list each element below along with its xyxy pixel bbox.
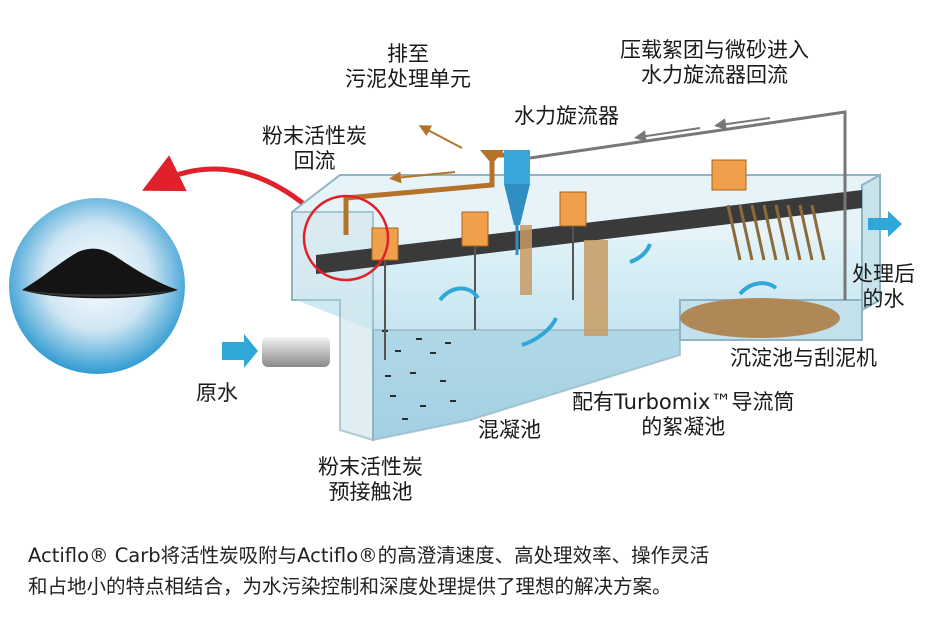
sludge-blanket (680, 298, 840, 338)
activated-carbon-image (9, 198, 185, 374)
overhead-beam (316, 190, 862, 274)
label-sand-return: 压载絮团与微砂进入 水力旋流器回流 (620, 38, 809, 87)
pac-contact-particles (382, 330, 456, 420)
label-coag: 混凝池 (478, 418, 541, 442)
caption-line-1: Actiflo® Carb将活性炭吸附与Actiflo®的高澄清速度、高处理效率… (28, 544, 710, 567)
label-raw-water: 原水 (196, 381, 238, 405)
lamella-plates (726, 204, 826, 261)
mixer-shafts (384, 226, 574, 360)
pac-return-arrow (142, 155, 307, 207)
turbomix-baffle (584, 240, 608, 336)
raw-water-arrow (222, 334, 258, 368)
flow-arrows (438, 243, 778, 347)
tank-side (861, 173, 881, 312)
caption: Actiflo® Carb将活性炭吸附与Actiflo®的高澄清速度、高处理效率… (28, 540, 918, 602)
pac-return-highlight (302, 194, 390, 282)
label-pac-return: 粉末活性炭 回流 (262, 124, 367, 173)
label-hydrocyclone: 水力旋流器 (514, 104, 619, 128)
mixer-motors (371, 159, 747, 261)
inlet-pipe (262, 337, 330, 367)
tank-illustration (9, 110, 902, 442)
label-discharge: 排至 污泥处理单元 (345, 42, 471, 91)
label-turbomix: 配有Turbomix™导流筒 的絮凝池 (572, 390, 795, 439)
hydrocyclone (504, 150, 530, 255)
caption-line-2: 和占地小的特点相结合，为水污染控制和深度处理提供了理想的解决方案。 (28, 575, 672, 598)
outlet-arrow (868, 211, 902, 237)
tank-front-face (372, 329, 681, 442)
label-pac-contact: 粉末活性炭 预接触池 (318, 455, 423, 504)
coag-baffle (520, 225, 532, 295)
sand-return-pipe (529, 110, 847, 300)
process-diagram: 排至 污泥处理单元 压载絮团与微砂进入 水力旋流器回流 水力旋流器 粉末活性炭 … (9, 38, 915, 504)
sludge-funnel (480, 150, 504, 162)
label-settling: 沉淀池与刮泥机 (730, 346, 877, 370)
label-treated-water: 处理后 的水 (852, 262, 915, 311)
